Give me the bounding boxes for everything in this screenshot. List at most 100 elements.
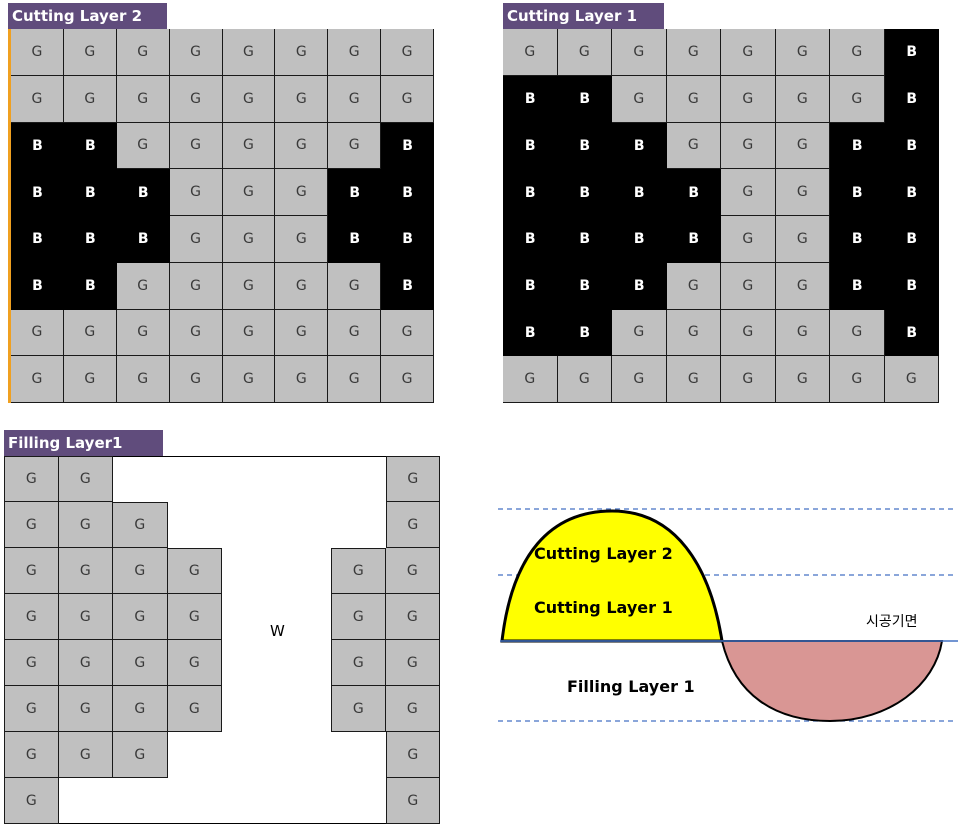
filling-layer-1-cell-water xyxy=(331,502,386,548)
cutting-layer-2-cell-ground: G xyxy=(116,309,170,357)
filling-layer-1-cell-water xyxy=(113,456,168,502)
cutting-layer-1-tab[interactable]: Cutting Layer 1 xyxy=(503,3,664,29)
cutting-layer-2-cell-ground: G xyxy=(11,356,64,403)
cutting-layer-2-cell-ground: G xyxy=(222,216,276,263)
filling-layer-1-cell-ground: G xyxy=(167,686,222,732)
cutting-layer-1-cell-blank: B xyxy=(557,169,612,216)
water-label: W xyxy=(270,622,285,640)
cutting-layer-2-cell-ground: G xyxy=(63,29,117,76)
filling-layer-1-cell-water xyxy=(222,548,277,594)
cutting-layer-2-cell-ground: G xyxy=(11,29,64,76)
cutting-layer-2-cell-ground: G xyxy=(222,262,276,310)
cutting-layer-2-cell-ground: G xyxy=(169,75,223,123)
cutting-layer-2-cell-ground: G xyxy=(169,122,223,170)
cutting-layer-1-cell-ground: G xyxy=(775,309,830,357)
cutting-layer-1-cell-ground: G xyxy=(775,356,830,403)
cutting-layer-2-cell-ground: G xyxy=(169,309,223,357)
cutting-layer-1-cell-blank: B xyxy=(666,169,721,216)
cutting-layer-2-cell-ground: G xyxy=(169,216,223,263)
filling-layer-1-cell-water xyxy=(277,548,332,594)
filling-layer-1-cell-ground: G xyxy=(4,594,59,640)
cutting-layer-1-cell-ground: G xyxy=(884,356,939,403)
filling-layer-1-cell-ground: G xyxy=(58,732,113,778)
cutting-layer-1-cell-blank: B xyxy=(557,75,612,123)
cutting-layer-2-cell-ground: G xyxy=(381,29,434,76)
cutting-layer-1-cell-blank: B xyxy=(557,309,612,357)
cutting-layer-1-cell-ground: G xyxy=(612,309,667,357)
cutting-layer-1-cell-ground: G xyxy=(721,169,776,216)
filling-layer-1-cell-ground: G xyxy=(167,594,222,640)
filling-layer-1-cell-ground: G xyxy=(331,548,386,594)
cutting-layer-2-cell-ground: G xyxy=(222,356,276,403)
cutting-layer-2-cell-blank: B xyxy=(381,169,434,216)
filling-layer-1-cell-water xyxy=(168,778,223,824)
cutting-layer-2-cell-ground: G xyxy=(116,29,170,76)
filling-layer-1-cell-ground: G xyxy=(331,686,386,732)
filling-layer-1-cell-water xyxy=(277,732,332,778)
cutting-layer-2-cell-blank: B xyxy=(63,122,117,170)
cutting-layer-1-cell-ground: G xyxy=(721,75,776,123)
cutting-layer-1-cell-ground: G xyxy=(666,356,721,403)
cutting-layer-2-cell-ground: G xyxy=(169,356,223,403)
filling-layer-1-cell-ground: G xyxy=(385,640,440,686)
filling-layer-1-cell-ground: G xyxy=(385,502,440,548)
filling-layer-1-cell-ground: G xyxy=(4,686,59,732)
cutting-layer-1-cell-blank: B xyxy=(612,169,667,216)
cutting-layer-1-cell-ground: G xyxy=(557,356,612,403)
filling-layer-1-cell-ground: G xyxy=(4,548,59,594)
cutting-layer-2-cell-ground: G xyxy=(275,356,329,403)
cutting-layer-1-cell-blank: B xyxy=(557,216,612,263)
cutting-layer-2-cell-blank: B xyxy=(381,262,434,310)
filling-layer-1-cell-water xyxy=(277,456,332,502)
cutting-layer-2-cell-ground: G xyxy=(169,262,223,310)
cutting-layer-2-cell-blank: B xyxy=(381,216,434,263)
cutting-layer-1-cell-blank: B xyxy=(503,262,558,310)
cutting-layer-1-cell-ground: G xyxy=(721,356,776,403)
cutting-layer-1-cell-ground: G xyxy=(666,75,721,123)
filling-layer-1-cell-ground: G xyxy=(331,594,386,640)
cutting-layer-1-cell-ground: G xyxy=(830,75,885,123)
cutting-layer-2-label: Cutting Layer 2 xyxy=(534,544,673,563)
cutting-layer-2-cell-blank: B xyxy=(11,169,64,216)
cutting-layer-2-cell-ground: G xyxy=(11,75,64,123)
filling-layer-1-cell-water xyxy=(277,686,332,732)
filling-layer-1-cell-ground: G xyxy=(385,778,440,824)
cutting-layer-1-cell-blank: B xyxy=(830,122,885,170)
cutting-layer-2-cell-ground: G xyxy=(275,262,329,310)
cutting-layer-2-cell-ground: G xyxy=(63,356,117,403)
filling-layer-1-cell-ground: G xyxy=(113,594,168,640)
filling-layer-1-tab[interactable]: Filling Layer1 xyxy=(4,430,163,456)
cutting-layer-2-cell-ground: G xyxy=(222,29,276,76)
cutting-layer-1-cell-ground: G xyxy=(666,122,721,170)
cutting-layer-2-cell-ground: G xyxy=(222,309,276,357)
cutting-layer-1-cell-ground: G xyxy=(775,75,830,123)
cutting-layer-1-cell-blank: B xyxy=(612,262,667,310)
cutting-layer-1-cell-blank: B xyxy=(557,262,612,310)
cutting-layer-1-cell-ground: G xyxy=(830,309,885,357)
cutting-layer-2-cell-ground: G xyxy=(328,75,382,123)
filling-layer-1-cell-water xyxy=(222,640,277,686)
filling-layer-1-cell-ground: G xyxy=(4,502,59,548)
filling-layer-1-cell-ground: G xyxy=(167,548,222,594)
cutting-layer-1-cell-blank: B xyxy=(612,122,667,170)
cutting-layer-1-cell-blank: B xyxy=(884,122,939,170)
cutting-layer-1-label: Cutting Layer 1 xyxy=(534,598,673,617)
cutting-layer-1-cell-ground: G xyxy=(721,122,776,170)
cutting-layer-2-tab[interactable]: Cutting Layer 2 xyxy=(8,3,167,29)
filling-layer-1-cell-ground: G xyxy=(385,594,440,640)
cutting-layer-1-cell-ground: G xyxy=(830,29,885,76)
cutting-layer-2-cell-blank: B xyxy=(11,216,64,263)
cutting-layer-2-cell-ground: G xyxy=(275,216,329,263)
cutting-layer-1-cell-ground: G xyxy=(612,75,667,123)
ground-level-label: 시공기면 xyxy=(866,614,918,630)
cutting-layer-2-cell-ground: G xyxy=(275,309,329,357)
cutting-layer-1-cell-ground: G xyxy=(666,262,721,310)
cutting-layer-2-cell-blank: B xyxy=(11,122,64,170)
cutting-layer-1-cell-blank: B xyxy=(612,216,667,263)
filling-layer-1-cell-ground: G xyxy=(385,456,440,502)
filling-layer-1-cell-ground: G xyxy=(385,686,440,732)
filling-layer-1-cell-water xyxy=(222,732,277,778)
